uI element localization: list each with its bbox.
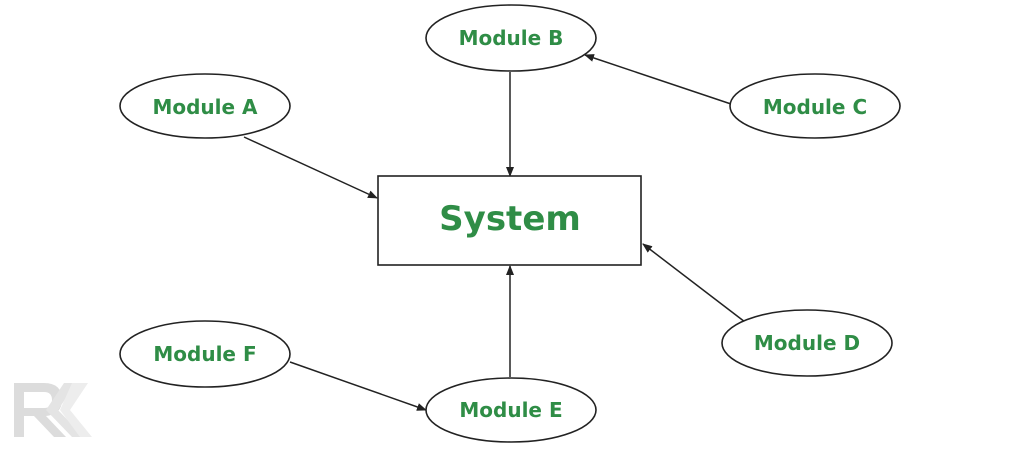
module-f-node: Module F (119, 320, 291, 388)
system-box (377, 175, 642, 266)
module-a-label: Module A (152, 95, 258, 119)
module-a-node: Module A (119, 73, 291, 139)
rk-logo-icon (14, 383, 92, 437)
module-f-ellipse (119, 320, 291, 388)
module-a-ellipse (119, 73, 291, 139)
module-c-label: Module C (763, 95, 867, 119)
module-d-label: Module D (754, 331, 860, 355)
edge-module-f-to-module-e (289, 361, 427, 411)
edge-module-a-to-system (243, 136, 378, 199)
module-f-label: Module F (153, 342, 256, 366)
edges (243, 54, 746, 411)
module-b-label: Module B (459, 26, 564, 50)
edge-module-d-to-system (642, 243, 746, 323)
module-e-node: Module E (425, 377, 597, 443)
module-b-ellipse (425, 4, 597, 72)
module-e-ellipse (425, 377, 597, 443)
module-c-ellipse (729, 73, 901, 139)
system-node: System (377, 175, 642, 266)
module-b-node: Module B (425, 4, 597, 72)
system-label: System (439, 199, 581, 239)
module-e-label: Module E (459, 398, 562, 422)
edge-module-c-to-module-b (584, 54, 732, 105)
module-d-ellipse (721, 309, 893, 377)
module-d-node: Module D (721, 309, 893, 377)
module-c-node: Module C (729, 73, 901, 139)
